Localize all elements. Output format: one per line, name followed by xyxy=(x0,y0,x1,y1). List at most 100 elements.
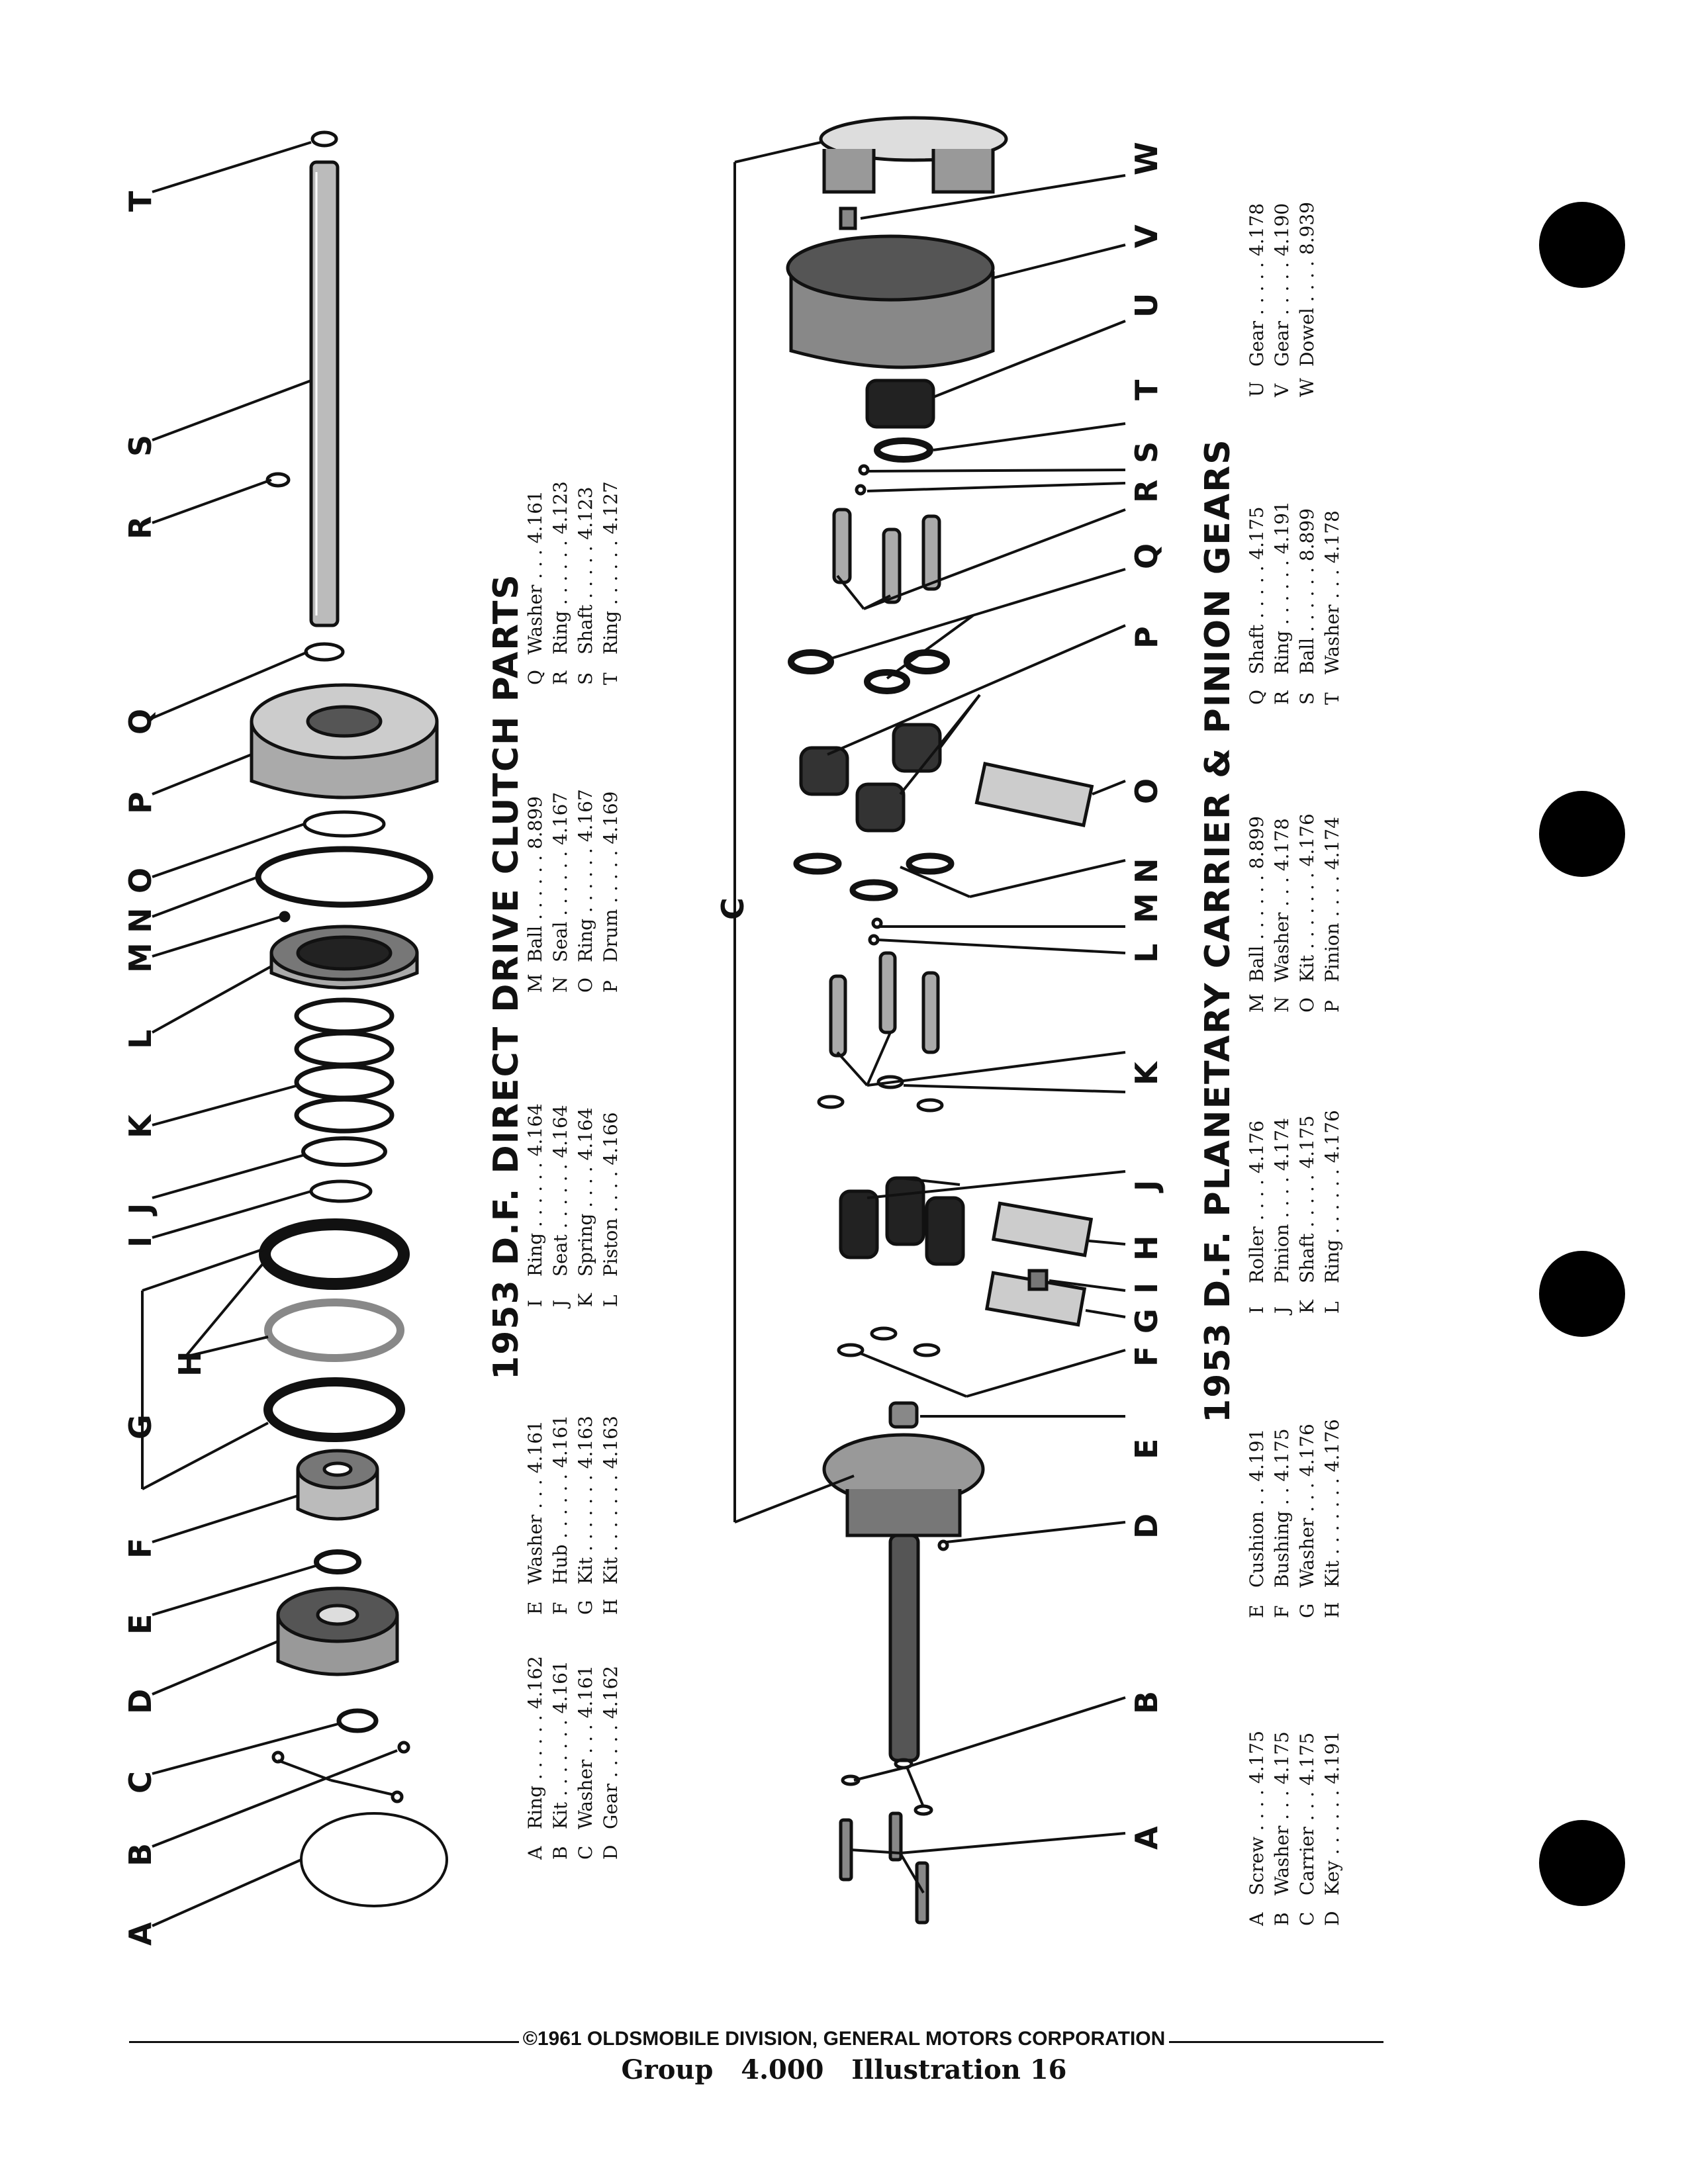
section2-title: 1953 D.F. PLANETARY CARRIER & PINION GEA… xyxy=(1198,438,1238,1423)
legend-row: RRing . . . . . . 4.191 xyxy=(1271,501,1293,705)
section2-legend-col-4: MBall . . . . . . 8.899 NWasher . . . 4.… xyxy=(1244,813,1345,1013)
section2-legend-col-1: AScrew . . . . 4.175 BWasher . . . 4.175… xyxy=(1244,1731,1345,1926)
callout-letter: F xyxy=(1129,1345,1164,1367)
legend-row: EWasher . . . 4.161 xyxy=(524,1420,546,1615)
legend-row: NWasher . . . 4.178 xyxy=(1271,818,1293,1013)
callout-letter: S xyxy=(1129,441,1164,463)
callout-letter: J xyxy=(122,1203,158,1214)
legend-row: ARing . . . . . . 4.162 xyxy=(524,1656,546,1860)
legend-row: UGear . . . . . 4.178 xyxy=(1246,203,1268,397)
callout-letter: W xyxy=(1129,142,1164,175)
callout-letter: O xyxy=(122,867,158,893)
copyright-notice: ©1961 OLDSMOBILE DIVISION, GENERAL MOTOR… xyxy=(0,2028,1688,2050)
callout-letter: L xyxy=(1129,943,1164,963)
callout-letter: L xyxy=(122,1029,158,1049)
legend-row: TWasher . . . 4.178 xyxy=(1321,510,1343,705)
legend-row: QShaft . . . . . 4.175 xyxy=(1246,506,1268,705)
callout-letter: U xyxy=(1129,293,1164,318)
callout-letter: H xyxy=(1129,1235,1164,1261)
binder-hole-icon xyxy=(1539,202,1625,288)
section1-legend-col-5: QWasher . . . 4.161 RRing . . . . . . 4.… xyxy=(523,481,624,685)
callout-letter: V xyxy=(1129,224,1164,248)
section1-legend-col-3: IRing . . . . . . 4.164 JSeat . . . . . … xyxy=(523,1103,624,1307)
callout-letter: I xyxy=(1129,1282,1164,1294)
legend-row: SBall . . . . . . 8.899 xyxy=(1296,508,1318,705)
callout-letter: F xyxy=(122,1537,158,1559)
legend-row: DKey . . . . . . 4.191 xyxy=(1321,1731,1343,1926)
callout-letter: P xyxy=(122,792,158,814)
callout-letter: B xyxy=(122,1843,158,1866)
callout-letter: D xyxy=(122,1688,158,1714)
callout-letter: E xyxy=(1129,1438,1164,1459)
callout-letter: K xyxy=(1129,1062,1164,1085)
legend-row: HKit . . . . . . . 4.176 xyxy=(1321,1419,1343,1618)
legend-row: JPinion . . . . 4.174 xyxy=(1271,1118,1293,1314)
section1-title: 1953 D.F. DIRECT DRIVE CLUTCH PARTS xyxy=(487,573,526,1380)
copyright-text: ©1961 OLDSMOBILE DIVISION, GENERAL MOTOR… xyxy=(518,2028,1170,2050)
legend-row: QWasher . . . 4.161 xyxy=(524,490,546,685)
legend-row: FBushing . . 4.175 xyxy=(1271,1428,1293,1618)
group-label: Group xyxy=(621,2054,714,2085)
callout-letter: S xyxy=(122,434,158,457)
legend-row: DGear . . . . . 4.162 xyxy=(600,1665,622,1860)
callout-letter: D xyxy=(1129,1513,1164,1539)
legend-row: VGear . . . . . 4.190 xyxy=(1271,203,1293,397)
binder-hole-icon xyxy=(1539,791,1625,877)
section2-legend-col-3: IRoller . . . . 4.176 JPinion . . . . 4.… xyxy=(1244,1110,1345,1314)
illustration-label: Illustration xyxy=(851,2054,1021,2085)
legend-row: SShaft . . . . . 4.123 xyxy=(575,486,596,685)
callout-letter: G xyxy=(122,1414,158,1439)
callout-letter: Q xyxy=(1129,543,1164,569)
callout-letter: B xyxy=(1129,1690,1164,1714)
legend-row: NSeal . . . . . . 4.167 xyxy=(549,792,571,993)
callout-letter: N xyxy=(122,907,158,934)
callout-letter: P xyxy=(1129,626,1164,649)
binder-hole-icon xyxy=(1539,1251,1625,1337)
legend-row: CCarrier . . . 4.175 xyxy=(1296,1732,1318,1926)
callout-letter: R xyxy=(122,516,158,539)
callout-letter: R xyxy=(1129,479,1164,503)
legend-row: JSeat . . . . . . 4.164 xyxy=(549,1105,571,1307)
legend-row: KSpring . . . . 4.164 xyxy=(575,1107,596,1307)
callout-letter: T xyxy=(1129,379,1164,400)
legend-row: HKit . . . . . . . 4.163 xyxy=(600,1416,622,1615)
section2-legend-col-6: UGear . . . . . 4.178 VGear . . . . . 4.… xyxy=(1244,202,1320,397)
legend-row: TRing . . . . . . 4.127 xyxy=(600,481,622,685)
group-number: 4.000 xyxy=(741,2054,824,2085)
callout-letter: T xyxy=(122,191,158,212)
section1-legend-col-4: MBall . . . . . . 8.899 NSeal . . . . . … xyxy=(523,789,624,993)
legend-row: CWasher . . . 4.161 xyxy=(575,1665,596,1860)
section1-legend-col-1: ARing . . . . . . 4.162 BKit . . . . . .… xyxy=(523,1656,624,1860)
legend-row: WDowel . . . . 8.939 xyxy=(1296,201,1318,397)
callout-letter: C xyxy=(122,1771,158,1794)
callout-letter: C xyxy=(715,897,751,920)
legend-row: AScrew . . . . 4.175 xyxy=(1246,1730,1268,1926)
callout-letter: H xyxy=(172,1351,208,1377)
callout-letter: A xyxy=(122,1922,158,1946)
callout-letter: K xyxy=(122,1115,158,1138)
legend-row: GKit . . . . . . . 4.163 xyxy=(575,1416,596,1615)
legend-row: BKit . . . . . . . 4.161 xyxy=(549,1661,571,1860)
callout-letter: N xyxy=(1129,858,1164,884)
legend-row: ORing . . . . . . 4.167 xyxy=(575,789,596,993)
legend-row: MBall . . . . . . 8.899 xyxy=(524,796,546,993)
legend-row: GWasher . . . 4.176 xyxy=(1296,1424,1318,1618)
illustration-number: 16 xyxy=(1029,2054,1067,2085)
callout-letter: A xyxy=(1129,1826,1164,1850)
legend-row: IRoller . . . . 4.176 xyxy=(1246,1120,1268,1314)
legend-row: ECushion . . 4.191 xyxy=(1246,1428,1268,1618)
legend-row: OKit . . . . . . . 4.176 xyxy=(1296,813,1318,1013)
legend-row: MBall . . . . . . 8.899 xyxy=(1246,815,1268,1013)
section2-legend-col-2: ECushion . . 4.191 FBushing . . 4.175 GW… xyxy=(1244,1419,1345,1618)
legend-row: RRing . . . . . . 4.123 xyxy=(549,481,571,685)
legend-row: IRing . . . . . . 4.164 xyxy=(524,1103,546,1307)
callout-letter: O xyxy=(1129,778,1164,804)
legend-row: LPiston . . . . 4.166 xyxy=(600,1112,622,1307)
callout-letter: J xyxy=(1129,1179,1164,1191)
callout-letter: Q xyxy=(122,708,158,735)
callout-letter: I xyxy=(122,1236,158,1248)
callout-letter: G xyxy=(1129,1308,1164,1334)
legend-row: LRing . . . . . . 4.176 xyxy=(1321,1110,1343,1314)
group-illustration-line: Group 4.000 Illustration 16 xyxy=(0,2054,1688,2085)
